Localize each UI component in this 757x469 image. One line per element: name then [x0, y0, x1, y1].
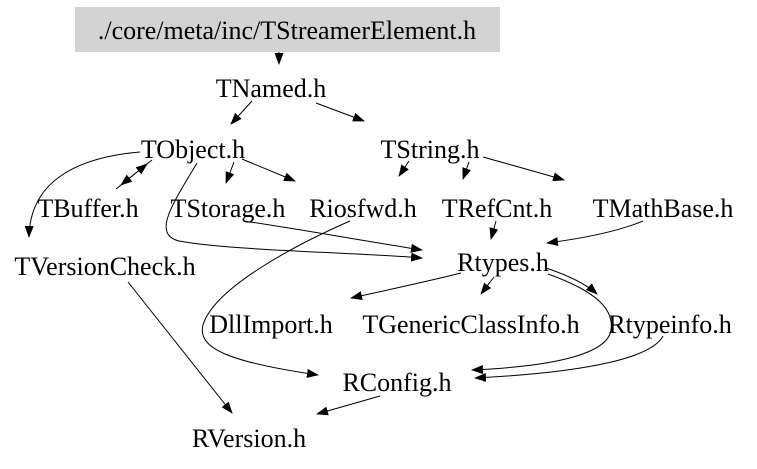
edge-tstring-to-tmathbase	[482, 156, 565, 182]
edge-tversioncheck-to-rversion	[127, 281, 233, 414]
node-rconfig[interactable]: RConfig.h	[342, 368, 451, 397]
node-tstring[interactable]: TString.h	[381, 135, 480, 164]
edge-tnamed-to-tobject	[230, 100, 253, 125]
edge-tstring-to-trefcnt	[462, 161, 471, 180]
node-rtypeinfo[interactable]: Rtypeinfo.h	[608, 310, 732, 339]
edges-layer	[24, 52, 664, 416]
edge-rconfig-to-rversion	[316, 395, 381, 416]
edge-rtypes-to-dllimport	[350, 272, 462, 301]
node-tmathbase[interactable]: TMathBase.h	[593, 194, 734, 223]
current-file-highlight	[75, 7, 500, 52]
edge-tobject-to-tstorage	[225, 161, 235, 184]
node-tbuffer[interactable]: TBuffer.h	[37, 194, 138, 223]
node-tobject[interactable]: TObject.h	[141, 135, 245, 164]
node-tnamed[interactable]: TNamed.h	[216, 74, 326, 103]
edge-riosfwd-to-rconfig	[201, 220, 351, 378]
node-tversioncheck[interactable]: TVersionCheck.h	[14, 252, 195, 281]
node-tgenericclassinfo[interactable]: TGenericClassInfo.h	[362, 310, 579, 339]
nodes-layer: ./core/meta/inc/TStreamerElement.hTNamed…	[14, 7, 733, 453]
node-tstreamerelement: ./core/meta/inc/TStreamerElement.h	[98, 16, 476, 45]
edge-tobject-to-tversioncheck	[24, 151, 141, 238]
edge-tnamed-to-tstring	[315, 102, 365, 122]
node-rversion[interactable]: RVersion.h	[192, 424, 306, 453]
edge-rtypes-to-tgenericclassinfo	[480, 276, 495, 295]
node-rtypes[interactable]: Rtypes.h	[457, 248, 549, 277]
node-dllimport[interactable]: DllImport.h	[209, 310, 333, 339]
edge-tmathbase-to-rtypes	[546, 220, 644, 247]
edge-rtypes-to-rtypeinfo	[545, 267, 598, 295]
edge-tobject-to-riosfwd	[241, 158, 296, 182]
node-riosfwd[interactable]: Riosfwd.h	[309, 194, 417, 223]
edge-trefcnt-to-rtypes	[489, 220, 499, 240]
edge-tstring-to-riosfwd	[398, 160, 410, 177]
node-trefcnt[interactable]: TRefCnt.h	[442, 194, 553, 223]
edge-rtypeinfo-to-rconfig	[474, 335, 664, 382]
edge-tstorage-to-rtypes	[243, 220, 423, 253]
node-tstorage[interactable]: TStorage.h	[171, 194, 286, 223]
edge-tbuffer-to-tobject	[115, 163, 148, 190]
edge-rtypes-to-rconfig	[471, 273, 612, 375]
edge-tobject-to-rtypes	[165, 162, 423, 262]
